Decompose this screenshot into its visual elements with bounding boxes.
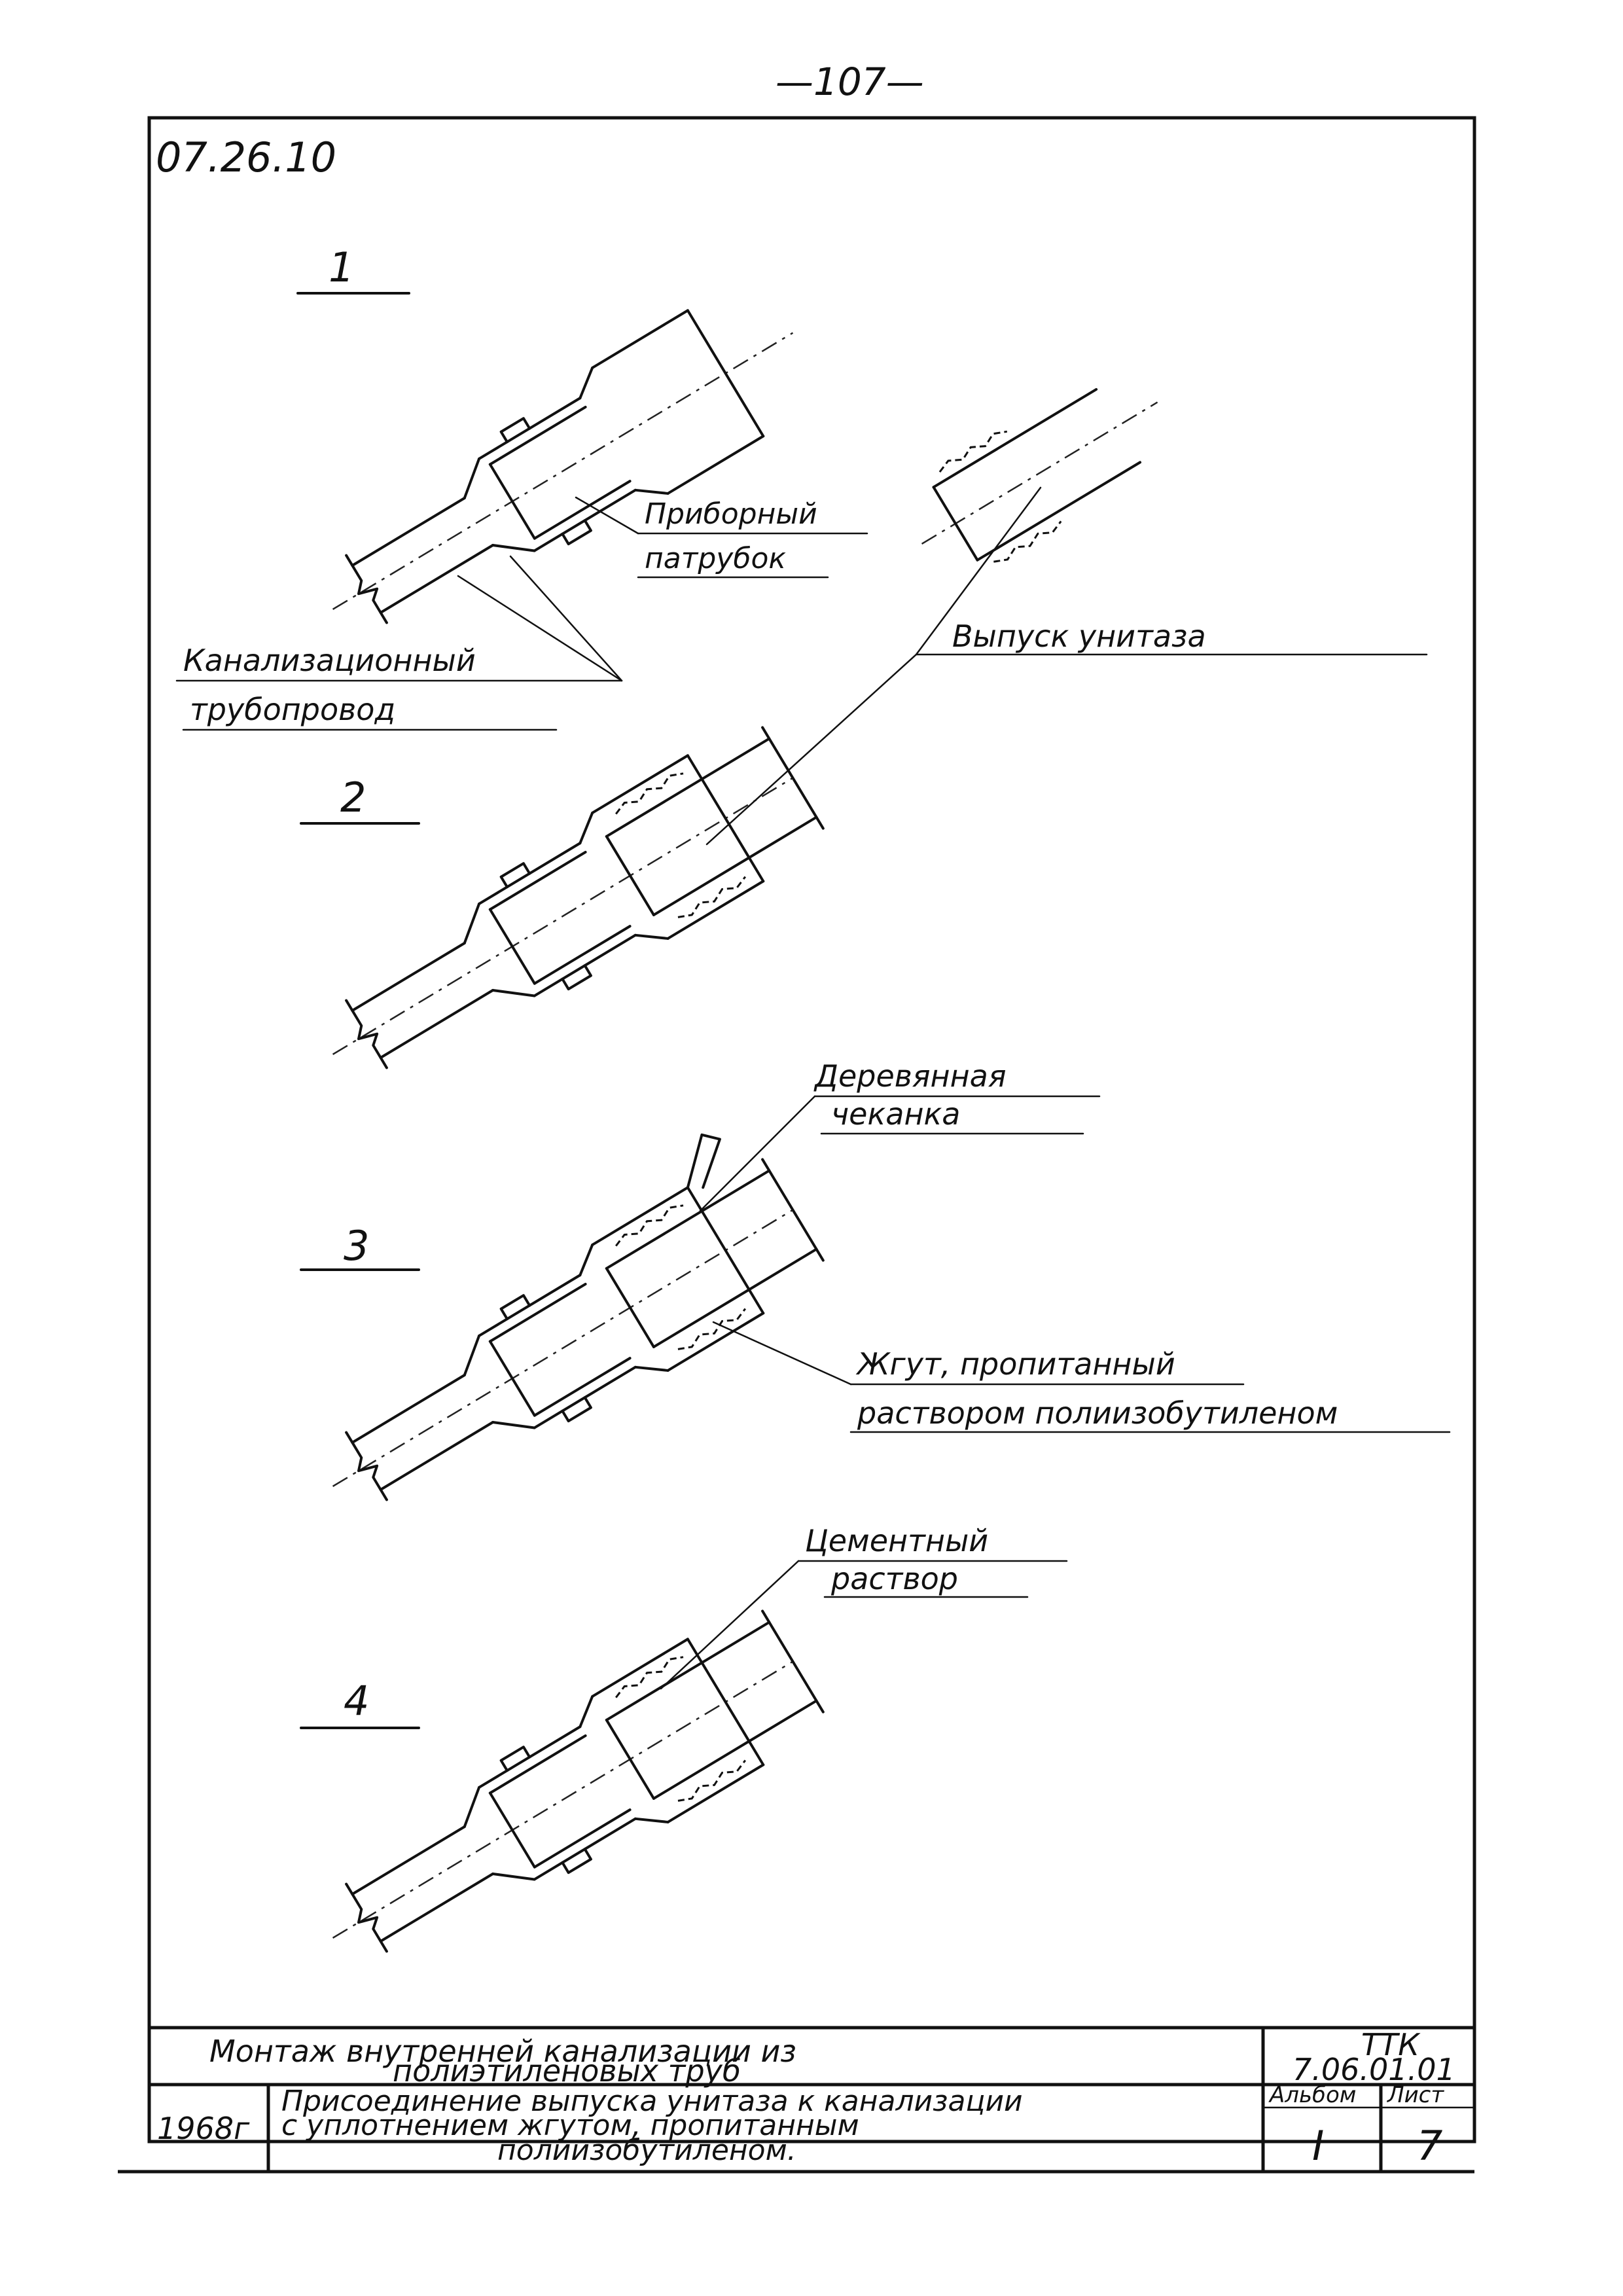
svg-text:4: 4 [344,1677,369,1725]
sheet-value: 7 [1417,2122,1442,2170]
label-pribor-patrubok: Приборный патрубок [575,496,868,579]
toilet-outlet-detail [921,387,1158,563]
svg-text:Цементный: Цементный [805,1523,988,1558]
view-number-2: 2 [300,774,420,825]
svg-text:Жгут, пропитанный: Жгут, пропитанный [855,1346,1175,1382]
desc-line-3: полиизобутиленом. [497,2134,796,2167]
album-label: Альбом [1268,2082,1356,2108]
svg-text:трубопровод: трубопровод [190,692,395,727]
label-kanal-truboprovod: Канализационный трубопровод [175,555,623,731]
desc-line-2: с уплотнением жгутом, пропитанным [281,2109,859,2142]
svg-text:патрубок: патрубок [645,542,786,575]
page-number: —107— [776,60,924,104]
label-vypusk-unitaza: Выпуск унитаза [705,486,1428,846]
svg-text:3: 3 [344,1222,369,1270]
svg-text:1: 1 [329,243,354,291]
title-block: Монтаж внутренней канализации из полиэти… [149,2026,1476,2172]
ttk-label: ТТК [1361,2027,1421,2062]
svg-text:Выпуск унитаза: Выпуск унитаза [952,619,1206,654]
drawing-frame [147,116,1476,2144]
title-line-2: полиэтиленовых труб [393,2053,741,2089]
svg-text:Приборный: Приборный [645,497,817,531]
desc-line-1: Присоединение выпуска унитаза к канализа… [281,2085,1023,2118]
svg-text:раствором полиизобутиленом: раствором полиизобутиленом [857,1395,1338,1431]
view-number-1: 1 [296,243,410,295]
ttk-code: 7.06.01.01 [1293,2052,1455,2087]
year: 1968г [157,2111,250,2146]
title-line-1: Монтаж внутренней канализации из [209,2034,796,2069]
svg-text:Деревянная: Деревянная [813,1058,1007,1094]
label-derev-chekanka: Деревянная чеканка [699,1058,1101,1212]
view-number-4: 4 [300,1677,420,1729]
svg-text:Канализационный: Канализационный [183,643,476,678]
pipe-assembly-4 [293,1597,832,2002]
view-number-3: 3 [300,1222,420,1271]
doc-code: 07.26.10 [156,134,336,181]
svg-text:раствор: раствор [830,1561,958,1596]
sheet-label: Лист [1386,2082,1444,2108]
label-cement-rastvor: Цементный раствор [660,1523,1068,1690]
album-value: I [1312,2122,1324,2170]
pipe-assembly-1 [293,268,832,673]
pipe-assembly-2 [293,713,832,1119]
svg-text:чеканка: чеканка [831,1096,961,1132]
label-zhgut: Жгут, пропитанный раствором полиизобутил… [712,1321,1451,1433]
pipe-assembly-3 [293,1133,832,1551]
svg-text:2: 2 [340,774,366,821]
